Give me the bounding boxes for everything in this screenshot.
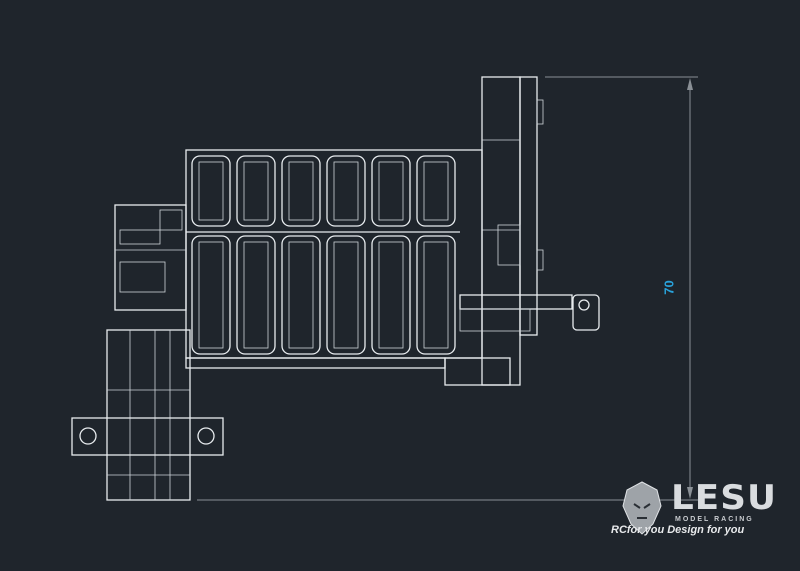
cylinder-cell [191, 235, 231, 355]
brand-subtitle: MODEL RACING [675, 516, 754, 523]
arrow-bottom-icon [687, 487, 693, 499]
cylinder-cell [371, 235, 411, 355]
brand-logo: LESU MODEL RACING RCfor you Design for y… [611, 478, 795, 548]
dimension-lines [197, 76, 698, 501]
cylinder-cell-inner [333, 241, 359, 349]
cylinder-cell [281, 155, 321, 227]
cylinder-cell [416, 235, 456, 355]
cylinder-cell [371, 155, 411, 227]
cylinder-cell-inner [288, 161, 314, 221]
cylinder-cell-inner [378, 161, 404, 221]
cylinder-cell [326, 155, 366, 227]
cylinder-cell [281, 235, 321, 355]
brand-tagline: RCfor you Design for you [611, 524, 745, 536]
cylinder-cell-inner [423, 241, 449, 349]
brand-name: LESU [671, 478, 778, 518]
lion-icon [622, 481, 662, 535]
cylinder-cell [416, 155, 456, 227]
cylinder-cell [326, 235, 366, 355]
cylinder-cell [236, 155, 276, 227]
arrow-top-icon [687, 78, 693, 90]
gearbox-part [71, 76, 600, 501]
cylinder-cell-inner [333, 161, 359, 221]
cylinder-cell [191, 155, 231, 227]
cylinder-cell-inner [198, 241, 224, 349]
cylinder-cell-inner [288, 241, 314, 349]
cylinder-cell-inner [198, 161, 224, 221]
cylinder-cell-inner [243, 241, 269, 349]
cylinder-cell-inner [378, 241, 404, 349]
cylinder-cell [236, 235, 276, 355]
cylinder-cell-inner [423, 161, 449, 221]
dimension-label: 70 [661, 280, 677, 295]
cylinder-cell-inner [243, 161, 269, 221]
